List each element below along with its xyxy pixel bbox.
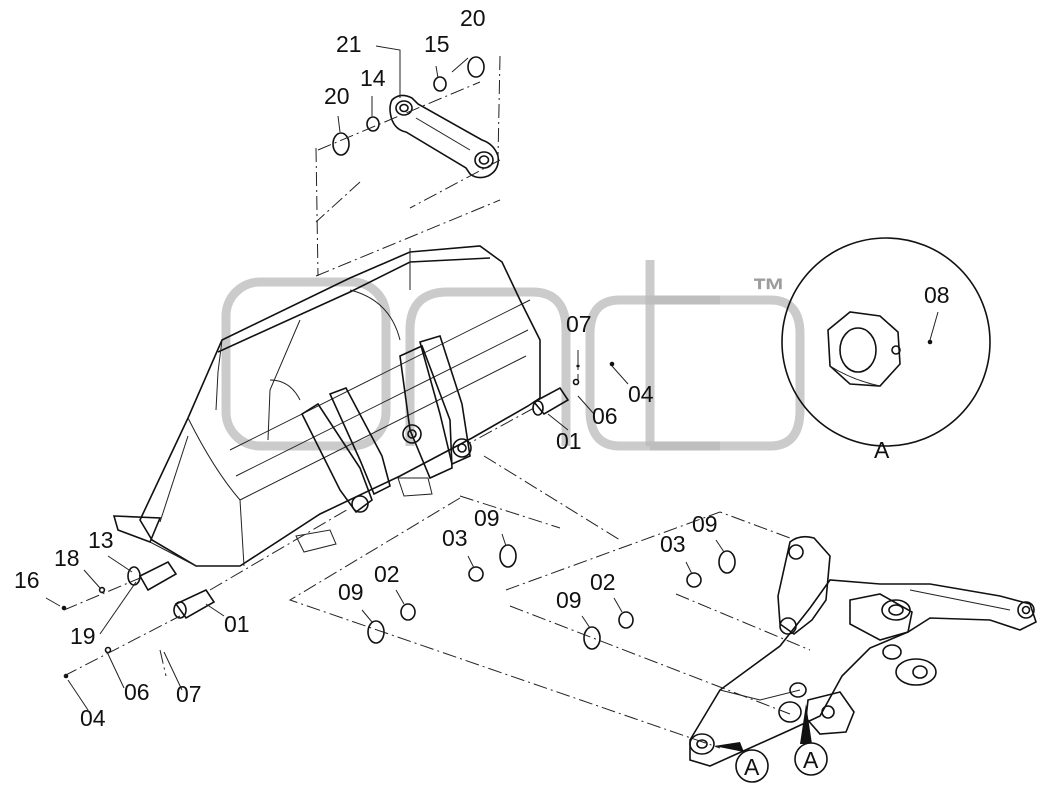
part-label-03b: 03 <box>660 531 686 557</box>
watermark-letter-3 <box>585 295 720 451</box>
part-label-02b: 02 <box>590 569 616 595</box>
part-label-02a: 02 <box>374 561 400 587</box>
detail-callout-markers <box>714 704 828 783</box>
part-label-07b: 07 <box>176 681 202 707</box>
part-label-14: 14 <box>360 65 386 91</box>
watermark-letter-2 <box>405 287 571 446</box>
part-label-09d: 09 <box>556 587 582 613</box>
part-label-20a: 20 <box>460 5 486 31</box>
watermark: ™ <box>221 260 805 451</box>
upper-link-hardware <box>332 56 485 156</box>
part-label-09c: 09 <box>338 579 364 605</box>
part-label-A3: A <box>803 747 819 773</box>
detail-a-view <box>781 237 991 447</box>
part-label-09b: 09 <box>692 511 718 537</box>
part-label-08: 08 <box>924 282 950 308</box>
boom-arm <box>689 535 1037 767</box>
part-label-04b: 04 <box>80 705 106 731</box>
part-label-07a: 07 <box>566 311 592 337</box>
part-label-04a: 04 <box>628 381 654 407</box>
snap-ring-20-lower <box>332 132 350 156</box>
washer-15 <box>433 76 447 92</box>
part-label-06a: 06 <box>592 403 618 429</box>
part-label-18: 18 <box>54 545 80 571</box>
part-label-03a: 03 <box>442 525 468 551</box>
part-label-06b: 06 <box>124 679 150 705</box>
leader-lines <box>45 45 939 711</box>
part-label-21: 21 <box>336 31 362 57</box>
watermark-letter-1 <box>221 277 391 451</box>
part-label-19: 19 <box>70 623 96 649</box>
part-label-20b: 20 <box>324 83 350 109</box>
part-label-13: 13 <box>88 527 114 553</box>
snap-ring-20-upper <box>467 56 485 78</box>
mid-hardware <box>367 544 736 650</box>
assembly-centerlines <box>63 55 811 749</box>
bucket <box>112 245 541 567</box>
part-label-01a: 01 <box>556 428 582 454</box>
part-label-15: 15 <box>424 31 450 57</box>
part-label-16: 16 <box>14 567 40 593</box>
part-label-09a: 09 <box>474 505 500 531</box>
part-label-A1: A <box>874 437 890 463</box>
watermark-trademark: ™ <box>752 272 786 310</box>
upper-link-21 <box>389 94 500 179</box>
part-label-01b: 01 <box>224 611 250 637</box>
watermark-letter-4 <box>645 260 805 451</box>
part-label-A2: A <box>744 754 760 780</box>
